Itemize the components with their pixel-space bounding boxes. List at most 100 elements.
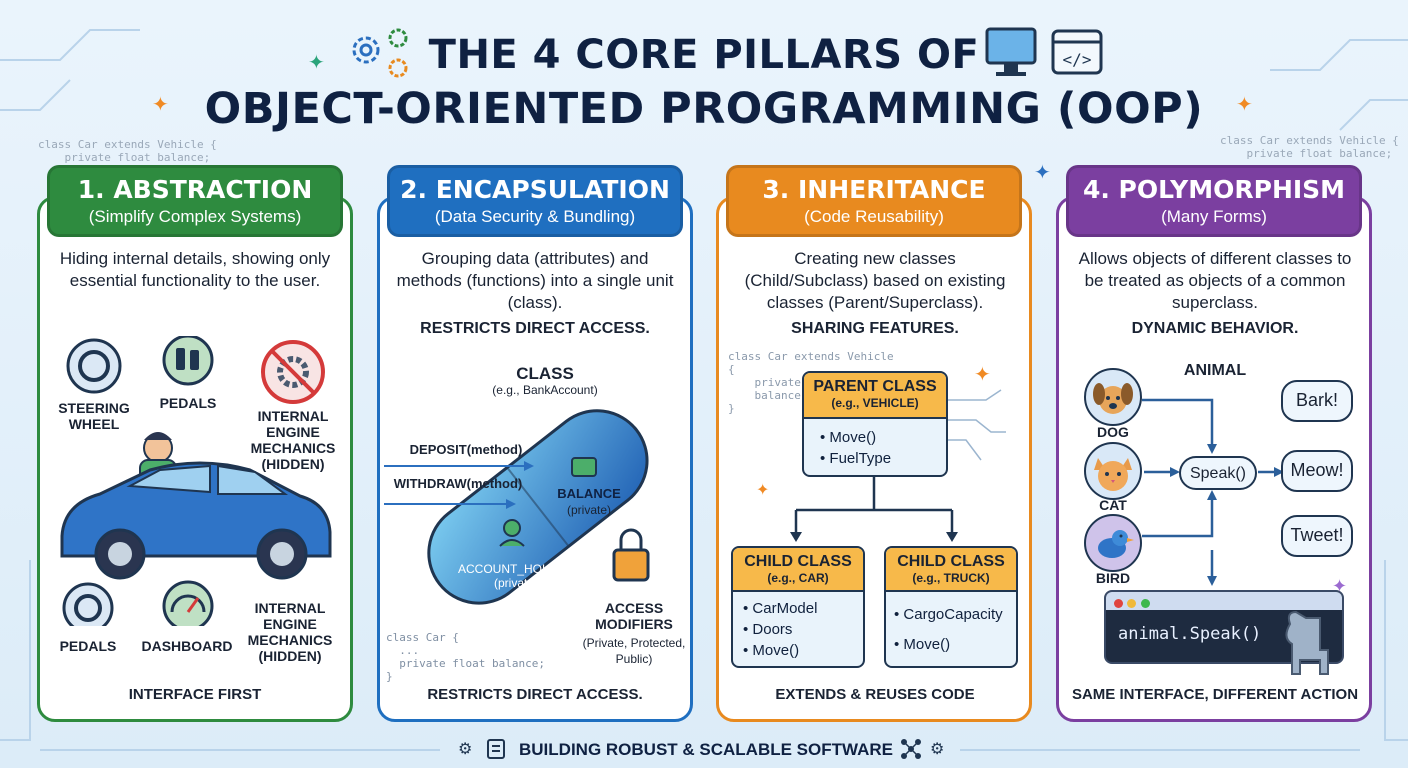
bark-bubble: Bark! — [1281, 380, 1353, 422]
child-class-car-box: CHILD CLASS (e.g., CAR) • CarModel • Doo… — [731, 546, 865, 668]
parent-class-header: PARENT CLASS (e.g., VEHICLE) — [804, 373, 946, 419]
footer-tagline: BUILDING ROBUST & SCALABLE SOFTWARE — [519, 740, 893, 759]
dog-avatar — [1084, 368, 1142, 426]
child-class-car-example: (e.g., CAR) — [767, 571, 829, 585]
inheritance-description: Creating new classes (Child/Subclass) ba… — [744, 249, 1006, 312]
polymorphism-footer: SAME INTERFACE, DIFFERENT ACTION — [1071, 686, 1359, 703]
sparkle-icon: ✦ — [974, 364, 991, 386]
page-title-line2: OBJECT-ORIENTED PROGRAMMING (OOP) — [204, 84, 1204, 134]
access-modifiers-title: ACCESS MODIFIERS — [595, 600, 673, 632]
dog-label: DOG — [1097, 424, 1129, 440]
child-class-truck-box: CHILD CLASS (e.g., TRUCK) • CargoCapacit… — [884, 546, 1018, 668]
child-car-member: • CarModel — [743, 600, 818, 617]
sparkle-icon: ✦ — [308, 52, 325, 74]
gear-icon: ⚙ — [458, 741, 473, 758]
cat-avatar — [1084, 442, 1142, 500]
encapsulation-footer: RESTRICTS DIRECT ACCESS. — [427, 686, 643, 703]
abstraction-footer: INTERFACE FIRST — [128, 686, 262, 703]
polymorphism-title: 4. POLYMORPHISM — [1082, 175, 1346, 204]
encapsulation-description: Grouping data (attributes) and methods (… — [396, 249, 674, 312]
svg-text:</>: </> — [1063, 50, 1092, 69]
balance-label: BALANCE — [557, 486, 621, 501]
account-holder-private: (private) — [493, 576, 538, 590]
encapsulation-title: 2. ENCAPSULATION — [400, 175, 670, 204]
balance-private: (private) — [566, 503, 611, 517]
label-pedals-bottom: PEDALS — [59, 638, 117, 654]
parent-class-title: PARENT CLASS — [813, 378, 937, 395]
bird-avatar — [1084, 514, 1142, 572]
label-internal-engine-top: INTERNAL ENGINE MECHANICS (HIDDEN) — [250, 408, 336, 472]
withdraw-method: WITHDRAW(method) — [393, 476, 523, 491]
inheritance-emphasis: SHARING FEATURES. — [791, 320, 959, 337]
encapsulation-header: 2. ENCAPSULATION (Data Security & Bundli… — [387, 165, 683, 237]
sparkle-icon: ✦ — [1332, 576, 1348, 596]
class-label: CLASS — [516, 364, 574, 383]
child-truck-member: • Move() — [894, 636, 951, 653]
inheritance-code: class Car extends Vehicle { private bala… — [728, 350, 894, 415]
access-modifiers-list: (Private, Protected, Public) — [582, 636, 686, 666]
encapsulation-code: class Car { ... private float balance; } — [386, 631, 545, 683]
child-class-car-header: CHILD CLASS (e.g., CAR) — [733, 548, 863, 592]
monitor-icon — [985, 27, 1037, 76]
parent-class-members: • Move() • FuelType — [804, 419, 946, 469]
sparkle-icon: ✦ — [1034, 162, 1051, 184]
bg-code-right: class Car extends Vehicle { private floa… — [1220, 134, 1399, 160]
child-class-car-members: • CarModel • Doors • Move() — [733, 592, 863, 661]
label-dashboard: DASHBOARD — [141, 638, 233, 654]
terminal-code: animal.Speak() — [1118, 624, 1262, 644]
parent-member: • Move() — [820, 429, 877, 446]
polymorphism-emphasis: DYNAMIC BEHAVIOR. — [1131, 320, 1299, 337]
polymorphism-subtitle: (Many Forms) — [1161, 207, 1267, 226]
deposit-method: DEPOSIT(method) — [409, 442, 523, 457]
animal-label: ANIMAL — [1183, 362, 1247, 379]
abstraction-description: Hiding internal details, showing only es… — [59, 249, 331, 290]
polymorphism-description: Allows objects of different classes to b… — [1078, 249, 1352, 312]
child-class-truck-header: CHILD CLASS (e.g., TRUCK) — [886, 548, 1016, 592]
label-steering-wheel: STEERING WHEEL — [58, 400, 130, 432]
child-truck-member: • CargoCapacity — [894, 606, 1003, 623]
code-window-icon: </> — [1051, 29, 1103, 75]
polymorphism-header: 4. POLYMORPHISM (Many Forms) — [1066, 165, 1362, 237]
terminal-titlebar — [1106, 592, 1342, 610]
bg-code-left: class Car extends Vehicle { private floa… — [38, 138, 217, 164]
sparkle-icon: ✦ — [756, 482, 770, 499]
encapsulation-illustration — [384, 409, 650, 605]
gear-icon: ⚙ — [930, 741, 945, 758]
inheritance-footer: EXTENDS & REUSES CODE — [775, 686, 975, 703]
child-car-member: • Doors — [743, 621, 793, 638]
child-car-member: • Move() — [743, 642, 800, 659]
dog-silhouette-icon — [1285, 610, 1329, 675]
parent-class-example: (e.g., VEHICLE) — [831, 396, 919, 410]
child-class-truck-example: (e.g., TRUCK) — [912, 571, 990, 585]
document-icon — [487, 739, 505, 759]
class-example: (e.g., BankAccount) — [492, 383, 598, 397]
network-icon — [901, 739, 921, 759]
gears-icon — [352, 28, 408, 78]
parent-member: • FuelType — [820, 450, 892, 467]
terminal-close-dot — [1114, 599, 1123, 608]
bird-label: BIRD — [1095, 570, 1131, 586]
label-pedals-top: PEDALS — [159, 395, 217, 411]
tweet-bubble: Tweet! — [1281, 515, 1353, 557]
account-holder-label: ACCOUNT_HOLDER — [457, 562, 574, 576]
label-internal-engine-bottom: INTERNAL ENGINE MECHANICS (HIDDEN) — [247, 600, 333, 664]
child-class-truck-members: • CargoCapacity • Move() — [886, 592, 1016, 660]
terminal-maximize-dot — [1140, 599, 1150, 608]
abstraction-illustration — [60, 336, 332, 626]
parent-class-box: PARENT CLASS (e.g., VEHICLE) • Move() • … — [802, 371, 948, 477]
sparkle-icon: ✦ — [1236, 94, 1253, 116]
abstraction-header: 1. ABSTRACTION (Simplify Complex Systems… — [47, 165, 343, 237]
polymorphism-connectors — [1142, 398, 1284, 586]
dog-icon — [1093, 383, 1133, 414]
encapsulation-subtitle: (Data Security & Bundling) — [434, 207, 636, 226]
speak-method: Speak() — [1179, 456, 1257, 490]
child-class-car-title: CHILD CLASS — [744, 553, 852, 570]
inheritance-title: 3. INHERITANCE — [762, 175, 986, 204]
meow-bubble: Meow! — [1281, 450, 1353, 492]
cat-label: CAT — [1099, 497, 1127, 513]
abstraction-title: 1. ABSTRACTION — [77, 175, 313, 204]
inheritance-connectors — [790, 389, 1006, 542]
cat-icon — [1094, 458, 1132, 491]
child-class-truck-title: CHILD CLASS — [897, 553, 1005, 570]
encapsulation-emphasis: RESTRICTS DIRECT ACCESS. — [420, 320, 650, 337]
